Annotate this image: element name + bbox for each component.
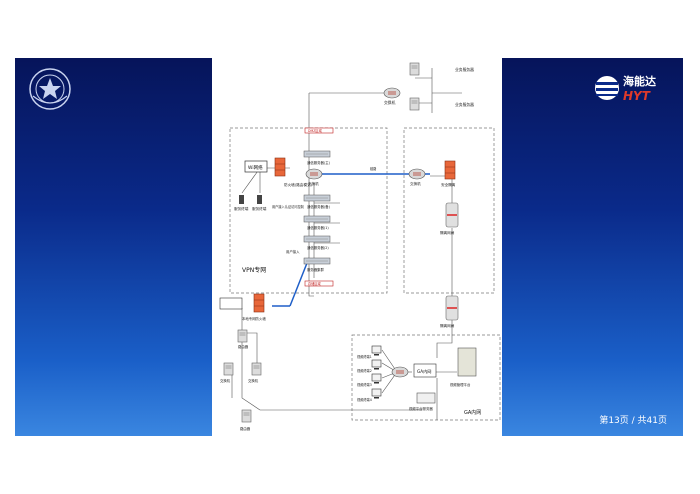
- ga-net-box: [413, 363, 437, 378]
- isolation-label: 安全隔离: [441, 182, 456, 187]
- top-server-1-icon: [409, 62, 420, 76]
- bottom-switch-right-label: 交换机: [248, 378, 259, 383]
- red-tag-dmz: [304, 127, 334, 134]
- ga-pc-1-label: 视频终端1: [357, 354, 372, 359]
- ga-switch-icon: [391, 366, 409, 378]
- switch-core-right-icon: [408, 168, 426, 180]
- rack-3-label: 通信服务器(2): [307, 245, 329, 250]
- bottom-router-icon: [237, 329, 248, 343]
- terminal-2-icon: [257, 195, 262, 204]
- bottom-switch-left-label: 交换机: [220, 378, 231, 383]
- rack-0-icon: [303, 150, 331, 158]
- rack-3-icon: [303, 235, 331, 243]
- page-indicator: 第13页 / 共41页: [599, 416, 667, 426]
- switch-core-right-label: 交换机: [410, 181, 421, 186]
- top-server-2-icon: [409, 97, 420, 111]
- firewall-top-icon: [274, 157, 286, 177]
- rack-2-label: 通信服务器(1): [307, 225, 329, 230]
- red-tag-storage-label: 存储区域: [308, 281, 322, 286]
- side-label-2: 链路: [370, 166, 377, 171]
- ga-pc-4-label: 视频终端4: [357, 397, 372, 402]
- terminal-2-label: 服务终端: [252, 206, 267, 211]
- top-server-1-label: 业务服务器: [455, 67, 474, 72]
- bottom-switch-right-icon: [251, 362, 262, 376]
- ga-pc-3-label: 视频终端3: [357, 382, 372, 387]
- ga-platform-icon: [457, 347, 477, 377]
- company-logo-icon: 海能达 HYT: [595, 74, 656, 103]
- isolation-gap-icon: [445, 202, 459, 228]
- bottom-firewall-box: [219, 297, 243, 310]
- ga-platform-label: 视频管理平台: [450, 382, 471, 387]
- ga-pc-4-icon: [371, 388, 382, 399]
- ga-zone-label: GA内网: [464, 409, 481, 416]
- ga-server-label: 视频平台服务器: [409, 406, 433, 411]
- isolation-zone: [403, 127, 495, 294]
- rack-4-label: 服务器集群: [307, 267, 325, 272]
- switch-top-icon: [383, 87, 401, 99]
- vpn-zone-label: VPN专网: [242, 266, 266, 274]
- ga-zone: [351, 334, 501, 421]
- rack-4-icon: [303, 257, 331, 265]
- bottom-device-icon: [241, 409, 252, 423]
- bottom-firewall-icon: [253, 293, 265, 313]
- ga-pc-2-icon: [371, 359, 382, 370]
- vpn-zone: [229, 127, 388, 294]
- terminal-1-icon: [239, 195, 244, 204]
- rack-1-icon: [303, 194, 331, 202]
- rack-0-label: 通信服务器(主): [307, 160, 331, 165]
- slide: 海能达 HYT: [15, 58, 683, 436]
- isolation-gap-label: 隔离网闸: [440, 230, 455, 235]
- side-label-1: 用户接入: [286, 249, 300, 254]
- logo-sub: HYT: [623, 89, 651, 103]
- switch-core-left-icon: [305, 168, 323, 180]
- switch-core-left-label: 交换机: [308, 181, 319, 186]
- police-emblem-icon: [29, 68, 71, 110]
- bottom-firewall-label: 本地专网防火墙: [242, 316, 266, 321]
- wi-net-label: Wi网络: [248, 164, 263, 171]
- red-tag-dmz-label: DMZ区域: [308, 128, 323, 133]
- ga-pc-3-icon: [371, 373, 382, 384]
- bottom-router-label: 路由器: [238, 344, 249, 349]
- red-tag-storage: [304, 280, 334, 287]
- firewall-note-label: 用户接入认证访问控制: [272, 204, 304, 209]
- gap-bottom-icon: [445, 295, 459, 321]
- ga-pc-1-icon: [371, 345, 382, 356]
- firewall-top-label: 防火墙(路由模式): [284, 182, 313, 187]
- network-diagram: 业务服务器 业务服务器 交换机 DMZ区域 存储区域 Wi网络 服务终端 服务终…: [212, 58, 502, 436]
- isolation-firewall-icon: [444, 160, 456, 180]
- terminal-1-label: 服务终端: [234, 206, 249, 211]
- rack-2-icon: [303, 215, 331, 223]
- bottom-device-label: 路由器: [240, 426, 251, 431]
- diagram-canvas: 业务服务器 业务服务器 交换机 DMZ区域 存储区域 Wi网络 服务终端 服务终…: [219, 62, 501, 431]
- gap-bottom-label: 隔离网闸: [440, 323, 455, 328]
- switch-top-label: 交换机: [384, 100, 396, 105]
- top-server-2-label: 业务服务器: [455, 102, 474, 107]
- bottom-switch-left-icon: [223, 362, 234, 376]
- ga-net-label: GA内网: [417, 368, 432, 375]
- wi-net-box: [244, 160, 268, 173]
- company-logo: 海能达 HYT: [593, 68, 669, 108]
- ga-server-icon: [416, 392, 436, 404]
- logo-text: 海能达: [623, 74, 656, 88]
- rack-1-label: 通信服务器(备): [307, 204, 331, 209]
- ga-pc-2-label: 视频终端2: [357, 368, 372, 373]
